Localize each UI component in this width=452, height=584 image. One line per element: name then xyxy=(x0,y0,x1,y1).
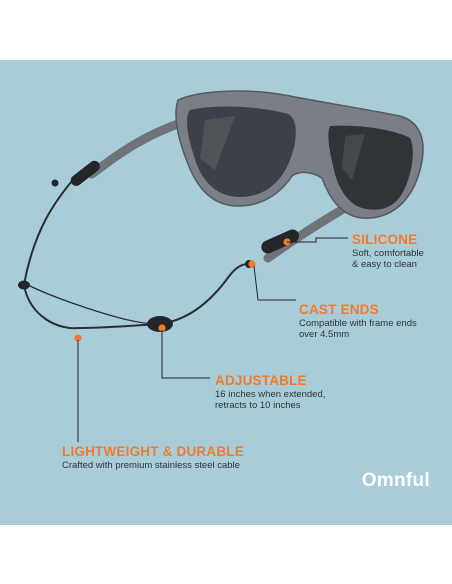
silicone-sleeve-right xyxy=(261,229,300,254)
feature-desc-line: & easy to clean xyxy=(352,259,417,270)
feature-desc-line: Crafted with premium stainless steel cab… xyxy=(62,460,240,471)
feature-adjustable: ADJUSTABLE 16 inches when extended, retr… xyxy=(215,373,325,411)
right-lens xyxy=(328,125,413,210)
leader-line-adjustable xyxy=(161,330,210,379)
feature-title: LIGHTWEIGHT & DURABLE xyxy=(62,444,244,459)
feature-desc-line: Compatible with frame ends xyxy=(299,318,417,329)
leader-line-silicone xyxy=(287,237,348,243)
callout-dot-cast-ends xyxy=(248,260,256,268)
steel-cable xyxy=(22,173,250,330)
feature-cast-ends: CAST ENDS Compatible with frame ends ove… xyxy=(299,302,417,340)
feature-title: ADJUSTABLE xyxy=(215,373,307,388)
feature-desc-line: 16 inches when extended, xyxy=(215,389,326,400)
temple-arm-left xyxy=(87,115,195,179)
left-lens xyxy=(187,106,296,198)
leader-line-cast-ends xyxy=(253,265,296,301)
steel-cable-inner xyxy=(27,284,159,325)
product-illustration xyxy=(18,90,424,442)
callout-dot-lightweight xyxy=(74,334,82,342)
feature-title: CAST ENDS xyxy=(299,302,379,317)
feature-desc-line: retracts to 10 inches xyxy=(215,400,301,411)
product-panel: SILICONE Soft, comfortable & easy to cle… xyxy=(0,60,452,525)
cable-bead xyxy=(18,280,30,290)
feature-desc-line: Soft, comfortable xyxy=(352,248,424,259)
brand-logo: Omnful xyxy=(361,470,430,491)
callout-dot-adjustable xyxy=(158,324,166,332)
adjuster-slider xyxy=(147,316,173,332)
feature-silicone: SILICONE Soft, comfortable & easy to cle… xyxy=(352,232,424,270)
feature-lightweight: LIGHTWEIGHT & DURABLE Crafted with premi… xyxy=(62,444,244,471)
feature-title: SILICONE xyxy=(352,232,418,247)
silicone-sleeve-left xyxy=(70,160,100,186)
cast-end-left xyxy=(51,179,59,187)
feature-desc-line: over 4.5mm xyxy=(299,329,350,340)
